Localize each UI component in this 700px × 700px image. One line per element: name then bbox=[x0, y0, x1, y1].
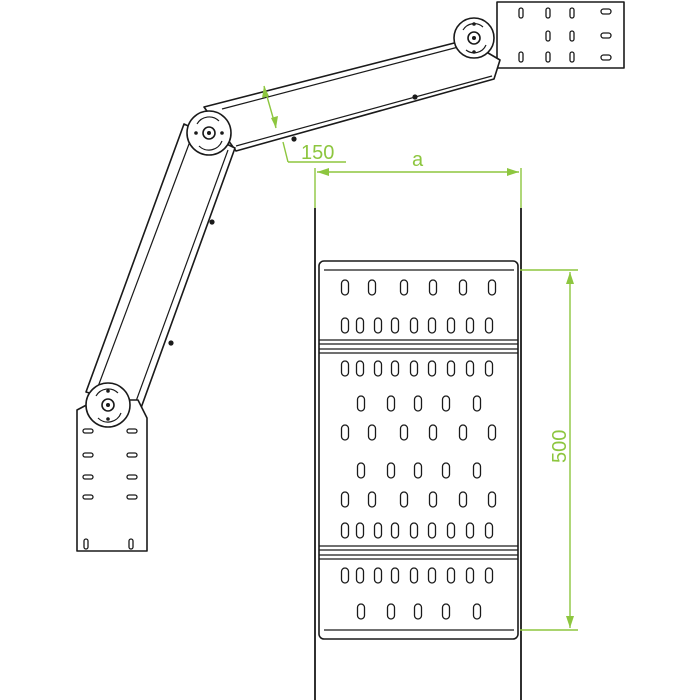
top-end-plate bbox=[496, 1, 625, 69]
tray-slot bbox=[428, 491, 438, 508]
tray-slot bbox=[390, 317, 400, 334]
tray-slot bbox=[355, 567, 365, 584]
tray-slot bbox=[441, 603, 451, 620]
hinge-top bbox=[453, 17, 495, 59]
lower-arm bbox=[85, 123, 236, 409]
tray-slot bbox=[409, 360, 419, 377]
tray-slot bbox=[465, 522, 475, 539]
hinge-bottom bbox=[85, 382, 131, 428]
tray-slot bbox=[446, 360, 456, 377]
tray-slot bbox=[428, 424, 438, 441]
tray-slot bbox=[373, 522, 383, 539]
tray-slot bbox=[465, 317, 475, 334]
tray-slot bbox=[484, 317, 494, 334]
tray-slot bbox=[465, 360, 475, 377]
tray-slot bbox=[399, 424, 409, 441]
tray-slot bbox=[413, 462, 423, 479]
tray-slot bbox=[356, 462, 366, 479]
reinforcement-rib-upper bbox=[319, 339, 518, 354]
tray-slot bbox=[446, 567, 456, 584]
tray-slot bbox=[340, 360, 350, 377]
dimension-tray-width: a bbox=[314, 149, 522, 208]
tray-slot bbox=[409, 522, 419, 539]
tray-slot bbox=[409, 567, 419, 584]
tray-slot bbox=[484, 567, 494, 584]
tray-slot bbox=[355, 360, 365, 377]
tray-slot bbox=[427, 360, 437, 377]
tray-slot bbox=[413, 395, 423, 412]
tray-slot bbox=[465, 567, 475, 584]
tray-slot bbox=[399, 491, 409, 508]
tray-slot bbox=[386, 395, 396, 412]
tray-slot bbox=[367, 424, 377, 441]
tray-slot bbox=[428, 279, 438, 296]
tray-slot bbox=[373, 317, 383, 334]
tray-slot bbox=[472, 395, 482, 412]
tray-slot bbox=[356, 603, 366, 620]
tray-slot bbox=[340, 317, 350, 334]
tray-slot bbox=[487, 424, 497, 441]
tray-slot bbox=[390, 360, 400, 377]
dimension-tray-length: 500 bbox=[520, 269, 578, 631]
tray-bottom bbox=[318, 260, 519, 640]
tray-slot bbox=[446, 317, 456, 334]
tray-slot bbox=[390, 522, 400, 539]
tray-width-label: a bbox=[412, 149, 424, 171]
tray-slot bbox=[386, 462, 396, 479]
tray-slot bbox=[484, 360, 494, 377]
tray-slot bbox=[484, 522, 494, 539]
tray-slot bbox=[399, 279, 409, 296]
tray-slot bbox=[472, 462, 482, 479]
tray-slot bbox=[458, 491, 468, 508]
tray-slot bbox=[458, 279, 468, 296]
tray-slot bbox=[367, 491, 377, 508]
tray-slot bbox=[487, 491, 497, 508]
tray-slot bbox=[446, 522, 456, 539]
tray-slot bbox=[409, 317, 419, 334]
articulated-bend-assembly bbox=[76, 1, 625, 552]
tray-slot bbox=[413, 603, 423, 620]
dimension-arm-width: 150 bbox=[262, 85, 346, 164]
tray-slot bbox=[340, 567, 350, 584]
tray-slot bbox=[373, 360, 383, 377]
tray-length-label: 500 bbox=[549, 430, 571, 463]
tray-slot bbox=[340, 279, 350, 296]
top-end-plate-slots bbox=[518, 7, 612, 63]
arm-width-label: 150 bbox=[301, 142, 334, 164]
upper-arm bbox=[203, 39, 501, 152]
tray-slot bbox=[355, 317, 365, 334]
tray-slot bbox=[427, 522, 437, 539]
tray-perforations bbox=[340, 279, 497, 620]
tray-slot bbox=[427, 567, 437, 584]
tray-slot bbox=[386, 603, 396, 620]
hinge-middle bbox=[186, 110, 232, 156]
tray-slot bbox=[373, 567, 383, 584]
tray-slot bbox=[367, 279, 377, 296]
tray-slot bbox=[340, 522, 350, 539]
tray-slot bbox=[355, 522, 365, 539]
tray-slot bbox=[441, 395, 451, 412]
tray-slot bbox=[441, 462, 451, 479]
bottom-end-plate-slots bbox=[82, 428, 138, 550]
tray-slot bbox=[472, 603, 482, 620]
tray-slot bbox=[340, 424, 350, 441]
tray-slot bbox=[427, 317, 437, 334]
tray-slot bbox=[458, 424, 468, 441]
tray-slot bbox=[356, 395, 366, 412]
tray-slot bbox=[487, 279, 497, 296]
tray-slot bbox=[340, 491, 350, 508]
reinforcement-rib-lower bbox=[319, 545, 518, 560]
tray-slot bbox=[390, 567, 400, 584]
cable-tray bbox=[314, 208, 522, 700]
